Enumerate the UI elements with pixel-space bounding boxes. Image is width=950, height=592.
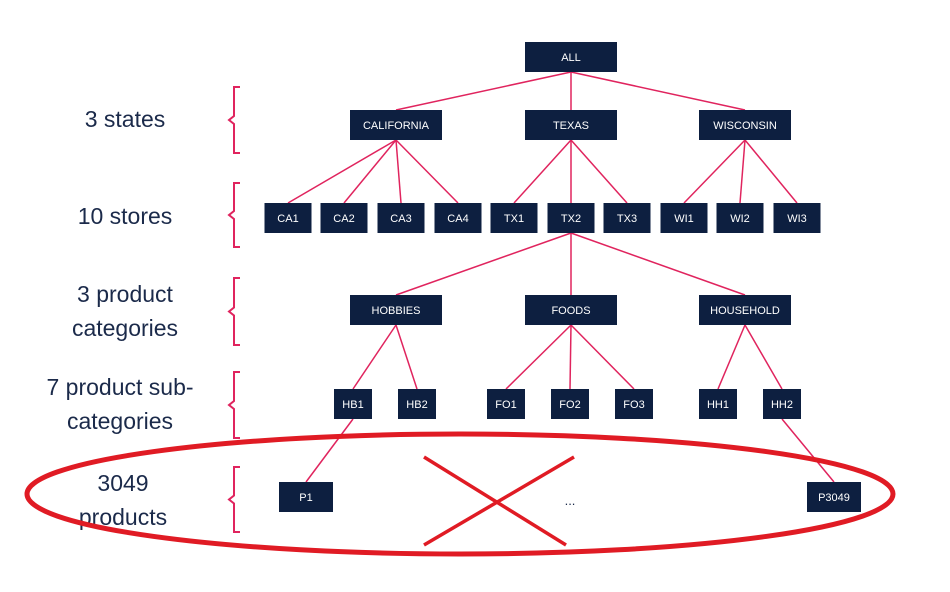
node-label: P3049: [818, 492, 850, 504]
edge-california-ca1: [287, 139, 397, 204]
edge-wisconsin-wi1: [683, 139, 746, 204]
level-label-stores: 10 stores: [77, 203, 173, 229]
node-label: TX1: [504, 213, 524, 225]
node-hobbies: HOBBIES: [350, 295, 442, 325]
bracket-2: [227, 277, 240, 346]
node-fo2: FO2: [551, 389, 589, 419]
edge-wisconsin-wi2: [739, 139, 746, 204]
level-label-subcategories: 7 product sub-categories: [46, 374, 194, 434]
node-label: ALL: [561, 52, 581, 64]
node-label: HOBBIES: [372, 305, 421, 317]
edge-hobbies-hb1: [352, 324, 397, 390]
node-california: CALIFORNIA: [350, 110, 442, 140]
ellipsis: ...: [565, 493, 576, 508]
node-p3049: P3049: [807, 482, 861, 512]
node-label: HB2: [406, 399, 427, 411]
node-p1: P1: [279, 482, 333, 512]
edge-wisconsin-wi3: [744, 139, 798, 204]
node-tx1: TX1: [490, 203, 538, 233]
node-tx3: TX3: [603, 203, 651, 233]
edge-tx2-hobbies: [395, 232, 572, 296]
node-label: CA2: [333, 213, 354, 225]
bracket-1: [227, 182, 240, 248]
node-all: ALL: [525, 42, 617, 72]
node-label: TX2: [561, 213, 581, 225]
node-label: TX3: [617, 213, 637, 225]
edge-hobbies-hb2: [395, 324, 418, 390]
node-hh1: HH1: [699, 389, 737, 419]
node-label: CA1: [277, 213, 298, 225]
edge-all-california: [395, 71, 572, 111]
node-label: CALIFORNIA: [363, 120, 430, 132]
node-label: FO1: [495, 399, 516, 411]
edge-foods-fo1: [505, 324, 572, 390]
bracket-0: [227, 86, 240, 154]
edge-tx2-household: [570, 232, 746, 296]
node-label: HB1: [342, 399, 363, 411]
edge-texas-tx1: [513, 139, 572, 204]
bracket-3: [227, 371, 240, 439]
cross-out-mark: [423, 455, 575, 547]
node-foods: FOODS: [525, 295, 617, 325]
edge-household-hh2: [744, 324, 783, 390]
edge-california-ca2: [343, 139, 397, 204]
edge-foods-fo2: [569, 324, 572, 390]
node-label: TEXAS: [553, 120, 589, 132]
node-ca2: CA2: [320, 203, 368, 233]
edge-all-wisconsin: [570, 71, 746, 111]
edge-california-ca3: [395, 139, 402, 204]
edge-foods-fo3: [570, 324, 635, 390]
bracket-4: [227, 466, 240, 533]
level-label-states: 3 states: [84, 106, 166, 132]
node-ca4: CA4: [434, 203, 482, 233]
edge-household-hh1: [717, 324, 746, 390]
edge-hb1-p1: [305, 418, 354, 483]
edge-texas-tx3: [570, 139, 628, 204]
node-ca1: CA1: [264, 203, 312, 233]
node-ca3: CA3: [377, 203, 425, 233]
edge-california-ca4: [395, 139, 459, 204]
node-label: HOUSEHOLD: [710, 305, 780, 317]
node-fo1: FO1: [487, 389, 525, 419]
node-texas: TEXAS: [525, 110, 617, 140]
node-hb1: HB1: [334, 389, 372, 419]
node-label: HH2: [771, 399, 793, 411]
node-label: CA3: [390, 213, 411, 225]
node-hb2: HB2: [398, 389, 436, 419]
node-wi1: WI1: [660, 203, 708, 233]
node-fo3: FO3: [615, 389, 653, 419]
node-label: HH1: [707, 399, 729, 411]
node-label: WI3: [787, 213, 807, 225]
edge-hh2-p3049: [781, 418, 835, 483]
node-label: WI2: [730, 213, 750, 225]
level-label-categories: 3 product categories: [71, 281, 179, 341]
node-wi2: WI2: [716, 203, 764, 233]
node-hh2: HH2: [763, 389, 801, 419]
node-label: WI1: [674, 213, 694, 225]
node-label: FO3: [623, 399, 644, 411]
node-label: FOODS: [551, 305, 590, 317]
highlight-ellipse: [24, 431, 896, 557]
node-label: FO2: [559, 399, 580, 411]
node-tx2: TX2: [547, 203, 595, 233]
node-household: HOUSEHOLD: [699, 295, 791, 325]
node-wisconsin: WISCONSIN: [699, 110, 791, 140]
node-label: WISCONSIN: [713, 120, 777, 132]
node-label: P1: [299, 492, 312, 504]
node-wi3: WI3: [773, 203, 821, 233]
node-label: CA4: [447, 213, 468, 225]
